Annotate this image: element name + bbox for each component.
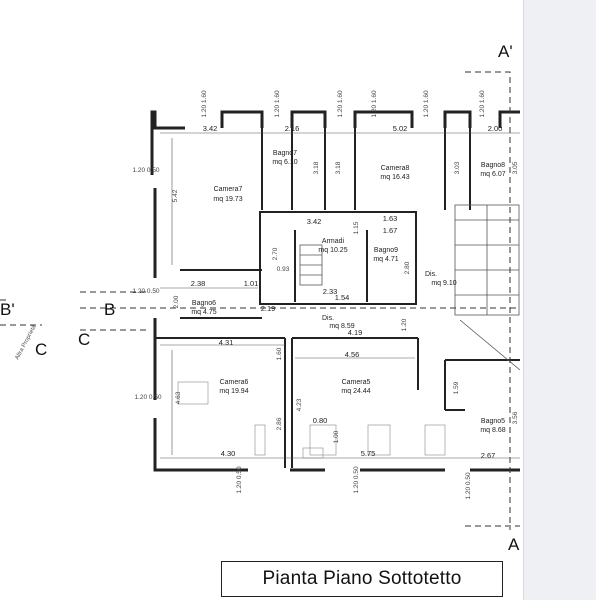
section-label: A	[508, 535, 520, 554]
vertical-dimension: 2.86	[276, 417, 283, 430]
room-labels: Camera7 mq 19.73 Bagno7 mq 6.10 Camera8 …	[191, 150, 505, 434]
dimension-label: 3.42	[203, 124, 218, 133]
scan-margin-strip	[523, 0, 596, 600]
dimension-label: 1.54	[335, 293, 350, 302]
dimension-label: 5.75	[361, 449, 376, 458]
dimension-label: 2.19	[261, 304, 276, 313]
room-area: mq 16.43	[380, 174, 409, 181]
dimension-label: 4.56	[345, 350, 360, 359]
room-area: mq 24.44	[341, 388, 370, 395]
room-name: Camera8	[381, 165, 410, 172]
dimension-label: 1.63	[383, 214, 398, 223]
vertical-dimension: 1.60	[276, 347, 283, 360]
dimension-label: 2.16	[285, 124, 300, 133]
room-area: mq 8.59	[329, 323, 354, 330]
vertical-dimension: 5.42	[172, 189, 179, 202]
window-height: 1.20 0.50	[134, 394, 161, 401]
dimension-lines	[160, 132, 520, 459]
room-name: Bagno5	[481, 418, 505, 425]
dimension-label: 5.02	[393, 124, 408, 133]
vertical-dimension: 1.59	[453, 381, 460, 394]
room-area: mq 10.25	[318, 247, 347, 254]
dimension-label: 1.67	[383, 226, 398, 235]
room-name: Camera7	[214, 186, 243, 193]
room-name: Dis.	[322, 315, 334, 322]
window-height: 1.20 0.50	[132, 167, 159, 174]
room-area: mq 4.75	[191, 309, 216, 316]
outer-walls	[150, 110, 520, 472]
room-name: Bagno8	[481, 162, 505, 169]
window-height: 1.20 0.50	[353, 466, 360, 493]
section-lines	[0, 71, 520, 530]
dimension-label: 2.33	[323, 287, 338, 296]
vertical-dimension: 3.18	[335, 161, 342, 174]
vertical-dimension: 4.63	[175, 391, 182, 404]
room-name: Armadi	[322, 238, 345, 245]
drawing-title-box: Pianta Piano Sottotetto	[221, 561, 503, 597]
section-label: C	[78, 330, 90, 349]
vertical-dimension: 3.05	[512, 161, 519, 174]
room-name: Camera6	[220, 379, 249, 386]
dimension-label: 0.80	[313, 416, 328, 425]
window-height: 1.20 1.60	[201, 90, 208, 117]
drawing-title: Pianta Piano Sottotetto	[262, 568, 462, 589]
room-area: mq 19.94	[219, 388, 248, 395]
room-area: mq 19.73	[213, 196, 242, 203]
section-label: A'	[498, 42, 513, 61]
dimension-label: 1.01	[244, 279, 259, 288]
room-area: mq 4.71	[373, 256, 398, 263]
room-name: Bagno9	[374, 247, 398, 254]
window-height: 1.20 1.60	[371, 90, 378, 117]
room-area: mq 6.10	[272, 159, 297, 166]
section-markers: A' A B B' C C	[0, 42, 520, 554]
vertical-dimension: 2.00	[173, 295, 180, 308]
dimension-label: 2.38	[191, 279, 206, 288]
room-name: Bagno7	[273, 150, 297, 157]
window-height: 1.20 1.60	[479, 90, 486, 117]
window-height: 1.20 1.60	[274, 90, 281, 117]
vertical-dimension: 0.93	[277, 266, 290, 273]
vertical-dimension: 1.15	[353, 221, 360, 234]
window-height: 1.20 0.50	[132, 288, 159, 295]
dimension-label: 2.00	[488, 124, 503, 133]
room-name: Camera5	[342, 379, 371, 386]
vertical-dimension: 2.70	[272, 247, 279, 260]
room-area: mq 8.68	[480, 427, 505, 434]
dimension-label: 2.67	[481, 451, 496, 460]
dimension-label: 4.30	[221, 449, 236, 458]
window-height: 1.20 1.60	[337, 90, 344, 117]
vertical-dimension: 3.03	[454, 161, 461, 174]
dimension-labels: 3.42 2.16 5.02 2.00 1.63 1.67 3.42 2.38 …	[191, 124, 503, 460]
window-height: 1.20 1.60	[423, 90, 430, 117]
window-height-labels: 1.20 1.60 1.20 1.60 1.20 1.60 1.20 1.60 …	[132, 90, 486, 499]
window-height: 1.20 0.50	[465, 472, 472, 499]
section-label: B'	[0, 300, 15, 319]
vertical-dimension: 3.18	[313, 161, 320, 174]
dimension-label: 4.31	[219, 338, 234, 347]
dimension-label: 3.42	[307, 217, 322, 226]
vertical-dimension: 3.56	[512, 411, 519, 424]
section-label: C	[35, 340, 47, 359]
window-height: 1.20 0.50	[236, 466, 243, 493]
vertical-dimension: 4.23	[296, 398, 303, 411]
section-label: B	[104, 300, 115, 319]
vertical-dimension-labels: 5.42 3.18 3.18 3.03 3.05 2.70 0.93 2.80 …	[172, 161, 519, 443]
inner-walls	[155, 128, 520, 468]
dimension-label: 4.19	[348, 328, 363, 337]
vertical-dimension: 1.00	[333, 430, 340, 443]
room-name: Dis.	[425, 271, 437, 278]
room-area: mq 6.07	[480, 171, 505, 178]
room-name: Bagno6	[192, 300, 216, 307]
vertical-dimension: 1.20	[401, 318, 408, 331]
vertical-dimension: 2.80	[404, 261, 411, 274]
window-markers	[177, 381, 446, 459]
room-area: mq 9.10	[431, 280, 456, 287]
